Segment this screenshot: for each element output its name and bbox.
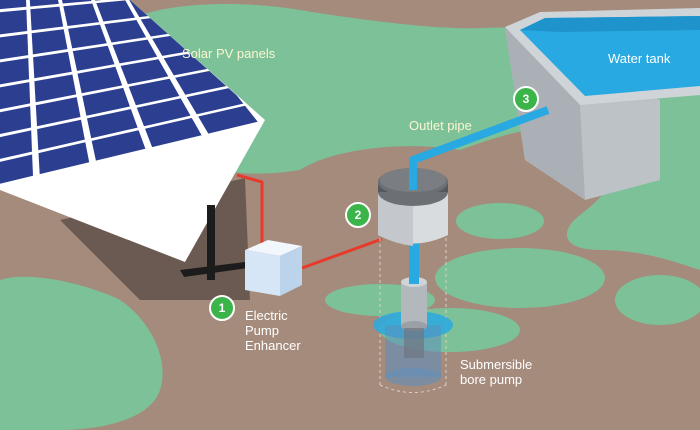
- panel-cell: [63, 3, 100, 26]
- panel-cell: [0, 130, 32, 163]
- electric-wires: [236, 173, 383, 270]
- outlet-pipe: [409, 106, 550, 190]
- panel-cell: [34, 74, 77, 103]
- panel-cell: [198, 105, 258, 134]
- panel-stand: [180, 205, 248, 280]
- panel-cell: [68, 24, 107, 49]
- panel-cell: [186, 87, 244, 115]
- panel-cell: [38, 142, 90, 175]
- panel-cell: [0, 154, 33, 188]
- solar-panel-array: [0, 0, 265, 262]
- pump-enhancer-label-line-3: Enhancer: [245, 338, 301, 353]
- pump-enhancer-label-line-1: Electric: [245, 308, 288, 323]
- panel-cells: [0, 0, 258, 188]
- pump-enhancer-label-line-2: Pump: [245, 323, 279, 338]
- panel-cell: [35, 97, 81, 127]
- step-badge-3: 3: [513, 86, 539, 112]
- panel-cell: [96, 0, 135, 22]
- panel-cell: [72, 45, 115, 71]
- water-tank-label: Water tank: [608, 51, 671, 66]
- panel-cell: [37, 119, 85, 151]
- pump-enhancer-label: Electric Pump Enhancer: [245, 308, 301, 353]
- panel-cell: [0, 0, 27, 10]
- panel-cell: [0, 58, 30, 86]
- panel-cell: [120, 59, 169, 85]
- panel-cell: [29, 0, 59, 7]
- step-badge-2: 2: [345, 202, 371, 228]
- panel-cell: [136, 98, 191, 127]
- pump-enhancer-box: [245, 240, 302, 296]
- panel-cell: [77, 66, 123, 94]
- panel-cell: [30, 6, 64, 31]
- solar-panels-label: Solar PV panels: [182, 46, 276, 61]
- panel-cell: [87, 109, 138, 139]
- panel-cell: [112, 39, 158, 64]
- outlet-pipe-label: Outlet pipe: [409, 118, 472, 133]
- bore-water-glow: [373, 311, 453, 386]
- riser-pipe: [409, 240, 419, 284]
- panel-cell: [31, 29, 68, 55]
- water-tank: [505, 8, 700, 200]
- bore-pump-label-line-2: bore pump: [460, 372, 523, 387]
- panel-cell: [0, 33, 29, 61]
- panel-cell: [0, 9, 28, 35]
- panel-cell: [91, 130, 146, 161]
- wellhead-unit: [378, 168, 448, 246]
- panel-cell: [33, 51, 72, 79]
- panel-cell: [82, 87, 130, 116]
- panel-cell: [0, 82, 31, 112]
- bore-hole-outline: [379, 238, 447, 393]
- bore-pump-label: Submersible bore pump: [460, 357, 532, 387]
- submersible-pump: [401, 277, 427, 358]
- panel-cell: [145, 118, 202, 148]
- panel-cell: [0, 106, 32, 137]
- panel-cell: [104, 20, 147, 43]
- bore-pump-label-line-1: Submersible: [460, 357, 533, 372]
- step-badge-1: 1: [209, 295, 235, 321]
- panel-cell: [128, 78, 180, 106]
